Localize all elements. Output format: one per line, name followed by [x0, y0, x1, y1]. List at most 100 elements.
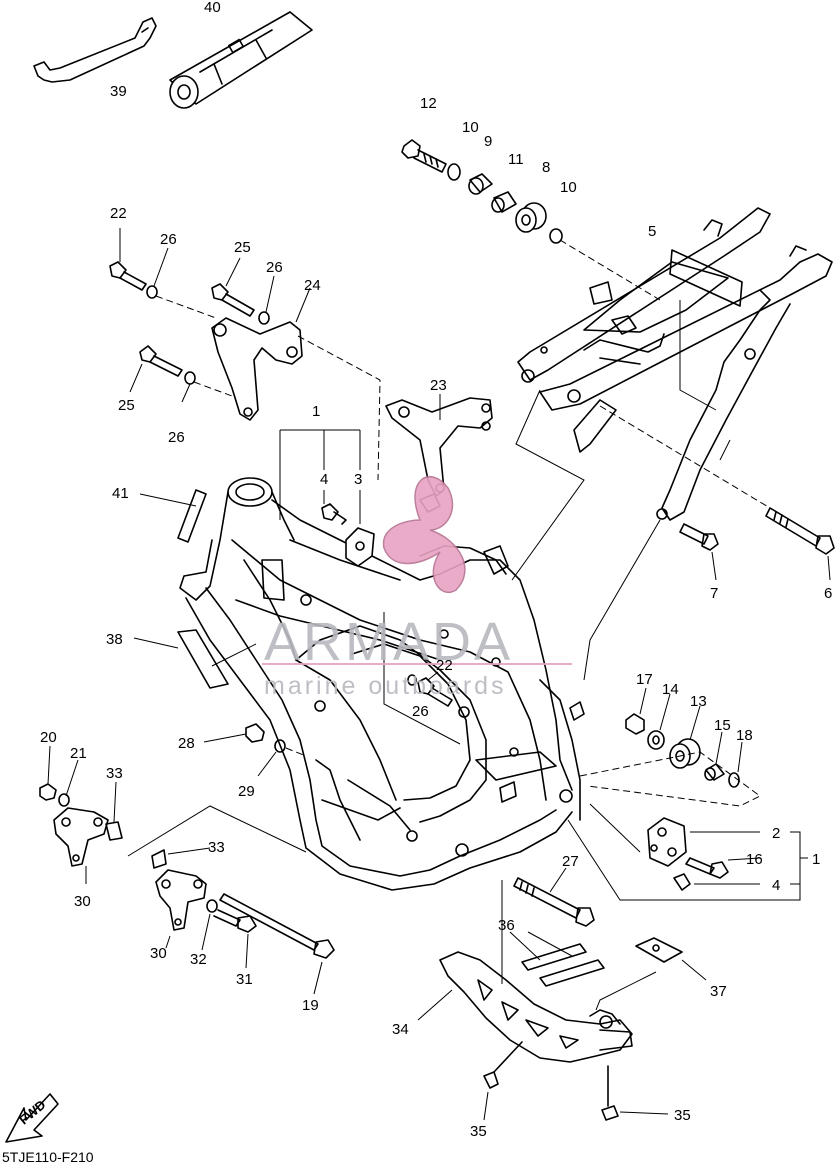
- callout-28: 28: [178, 735, 195, 752]
- nut-17[interactable]: [625, 713, 645, 735]
- collar-14[interactable]: [647, 730, 665, 750]
- callout-10: 10: [462, 119, 479, 136]
- rear-subframe-5[interactable]: [517, 207, 833, 521]
- bushing-8[interactable]: [515, 202, 547, 233]
- callout-17: 17: [636, 671, 653, 688]
- diagram-code: 5TJE110-F210: [2, 1149, 94, 1165]
- callout-2: 2: [772, 825, 780, 842]
- callout-5: 5: [648, 223, 656, 240]
- callout-8: 8: [542, 159, 550, 176]
- washer-29[interactable]: [274, 739, 286, 753]
- bracket-30-upper[interactable]: [53, 807, 109, 867]
- bolt-4-upper[interactable]: [321, 503, 347, 525]
- plate-2[interactable]: [647, 817, 687, 867]
- callout-31: 31: [236, 971, 253, 988]
- bolt-19[interactable]: [219, 893, 335, 959]
- callout-41: 41: [112, 485, 129, 502]
- plate-33-lower[interactable]: [151, 849, 167, 869]
- washer-10-lower[interactable]: [549, 228, 563, 244]
- label-38[interactable]: [177, 629, 229, 689]
- callout-22: 22: [436, 657, 453, 674]
- armada-logo-icon: [382, 476, 466, 593]
- callout-26: 26: [160, 231, 177, 248]
- callout-25: 25: [234, 239, 251, 256]
- washer-26-lower[interactable]: [184, 371, 196, 385]
- callout-14: 14: [662, 681, 679, 698]
- callouts: 40 39 1 2 10 9 11 8 10 5 22 26 25 26 24 2…: [40, 0, 832, 1140]
- callout-7: 7: [710, 585, 718, 602]
- callout-32: 32: [190, 951, 207, 968]
- callout-4: 4: [320, 471, 328, 488]
- callout-9: 9: [484, 133, 492, 150]
- main-frame[interactable]: [179, 477, 585, 891]
- callout-21: 21: [70, 745, 87, 762]
- washer-10-upper[interactable]: [447, 163, 461, 181]
- bolt-22-upper[interactable]: [109, 261, 147, 291]
- washer-26-upper[interactable]: [258, 311, 270, 325]
- callout-26: 26: [168, 429, 185, 446]
- bolt-7[interactable]: [679, 523, 719, 551]
- callout-11: 11: [508, 151, 524, 168]
- plate-3[interactable]: [345, 527, 375, 567]
- callout-1: 1: [312, 403, 320, 420]
- bolt-35-right[interactable]: [601, 1065, 619, 1121]
- bolt-22-centre[interactable]: [417, 677, 453, 707]
- bolt-16[interactable]: [685, 857, 729, 879]
- bolt-12[interactable]: [401, 139, 447, 173]
- callout-38: 38: [106, 631, 123, 648]
- plate-33-upper[interactable]: [105, 821, 123, 841]
- callout-30: 30: [74, 893, 91, 910]
- callout-1: 1: [812, 851, 820, 868]
- callout-22: 22: [110, 205, 127, 222]
- washer-21[interactable]: [58, 793, 70, 807]
- callout-37: 37: [710, 983, 727, 1000]
- callout-27: 27: [562, 853, 579, 870]
- collar-15[interactable]: [704, 763, 725, 781]
- bolt-27[interactable]: [513, 877, 595, 927]
- bracket-24[interactable]: [211, 317, 303, 421]
- callout-36: 36: [498, 917, 515, 934]
- bolt-25-upper[interactable]: [211, 283, 255, 317]
- callout-35: 35: [470, 1123, 487, 1140]
- callout-24: 24: [304, 277, 321, 294]
- bushing-13[interactable]: [669, 738, 701, 769]
- washer-32[interactable]: [206, 899, 218, 913]
- watermark-title: ARMADA: [264, 612, 513, 672]
- callout-26: 26: [266, 259, 283, 276]
- callout-40: 40: [204, 0, 221, 16]
- callout-29: 29: [238, 783, 255, 800]
- callout-25: 25: [118, 397, 135, 414]
- label-41[interactable]: [177, 489, 207, 543]
- collar-9[interactable]: [468, 173, 493, 195]
- socket-tool-40[interactable]: [169, 11, 313, 109]
- callout-13: 13: [690, 693, 707, 710]
- callout-10: 10: [560, 179, 577, 196]
- callout-6: 6: [824, 585, 832, 602]
- fwd-arrow-icon: FWD: [5, 1093, 59, 1143]
- wrench-39[interactable]: [33, 17, 157, 83]
- callout-35: 35: [674, 1107, 691, 1124]
- watermark-subtitle: marine outboards: [264, 672, 507, 700]
- callout-18: 18: [736, 727, 753, 744]
- washer-26-centre[interactable]: [407, 674, 417, 686]
- bracket-30-lower[interactable]: [155, 869, 207, 931]
- bolt-35-left[interactable]: [483, 1041, 523, 1089]
- armada-watermark: ARMADA marine outboards: [262, 476, 572, 700]
- bolt-6[interactable]: [765, 507, 835, 555]
- collar-11[interactable]: [491, 191, 517, 213]
- callout-20: 20: [40, 729, 57, 746]
- bolt-4-right[interactable]: [673, 873, 691, 891]
- callout-39: 39: [110, 83, 127, 100]
- nut-20[interactable]: [39, 783, 57, 801]
- washer-26-upper-left[interactable]: [146, 285, 158, 299]
- bolt-31[interactable]: [213, 909, 257, 933]
- callout-23: 23: [430, 377, 447, 394]
- callout-26: 26: [412, 703, 429, 720]
- plate-37[interactable]: [635, 937, 683, 963]
- nut-28[interactable]: [245, 723, 265, 743]
- bolt-25-lower[interactable]: [139, 345, 183, 377]
- callout-33: 33: [208, 839, 225, 856]
- callout-16: 16: [746, 851, 763, 868]
- pad-36b[interactable]: [539, 959, 605, 987]
